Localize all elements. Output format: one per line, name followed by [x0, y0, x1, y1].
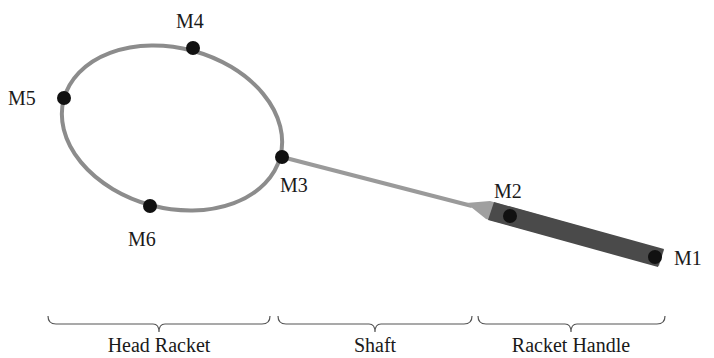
racket-shaft	[282, 157, 472, 206]
callout-number: M1	[674, 247, 702, 269]
marker-dot	[503, 209, 517, 223]
callout-number: M5	[8, 87, 36, 109]
section-bracket	[278, 316, 472, 332]
racket-throat	[466, 201, 664, 266]
section-label: Racket Handle	[512, 334, 630, 356]
racket-handle	[488, 202, 664, 267]
marker-dot	[57, 91, 71, 105]
marker-dot	[186, 41, 200, 55]
marker-dot	[275, 150, 289, 164]
racket-head	[43, 22, 301, 235]
section-bracket	[478, 316, 665, 332]
marker-dot	[143, 199, 157, 213]
callout-number: M3	[280, 174, 308, 196]
marker-dot	[648, 250, 662, 264]
section-label: Head Racket	[108, 334, 211, 356]
section-label: Shaft	[354, 334, 396, 356]
callout-number: M2	[494, 180, 522, 202]
callout-number: M4	[176, 10, 204, 32]
callout-number: M6	[128, 228, 156, 250]
section-bracket	[48, 316, 270, 332]
